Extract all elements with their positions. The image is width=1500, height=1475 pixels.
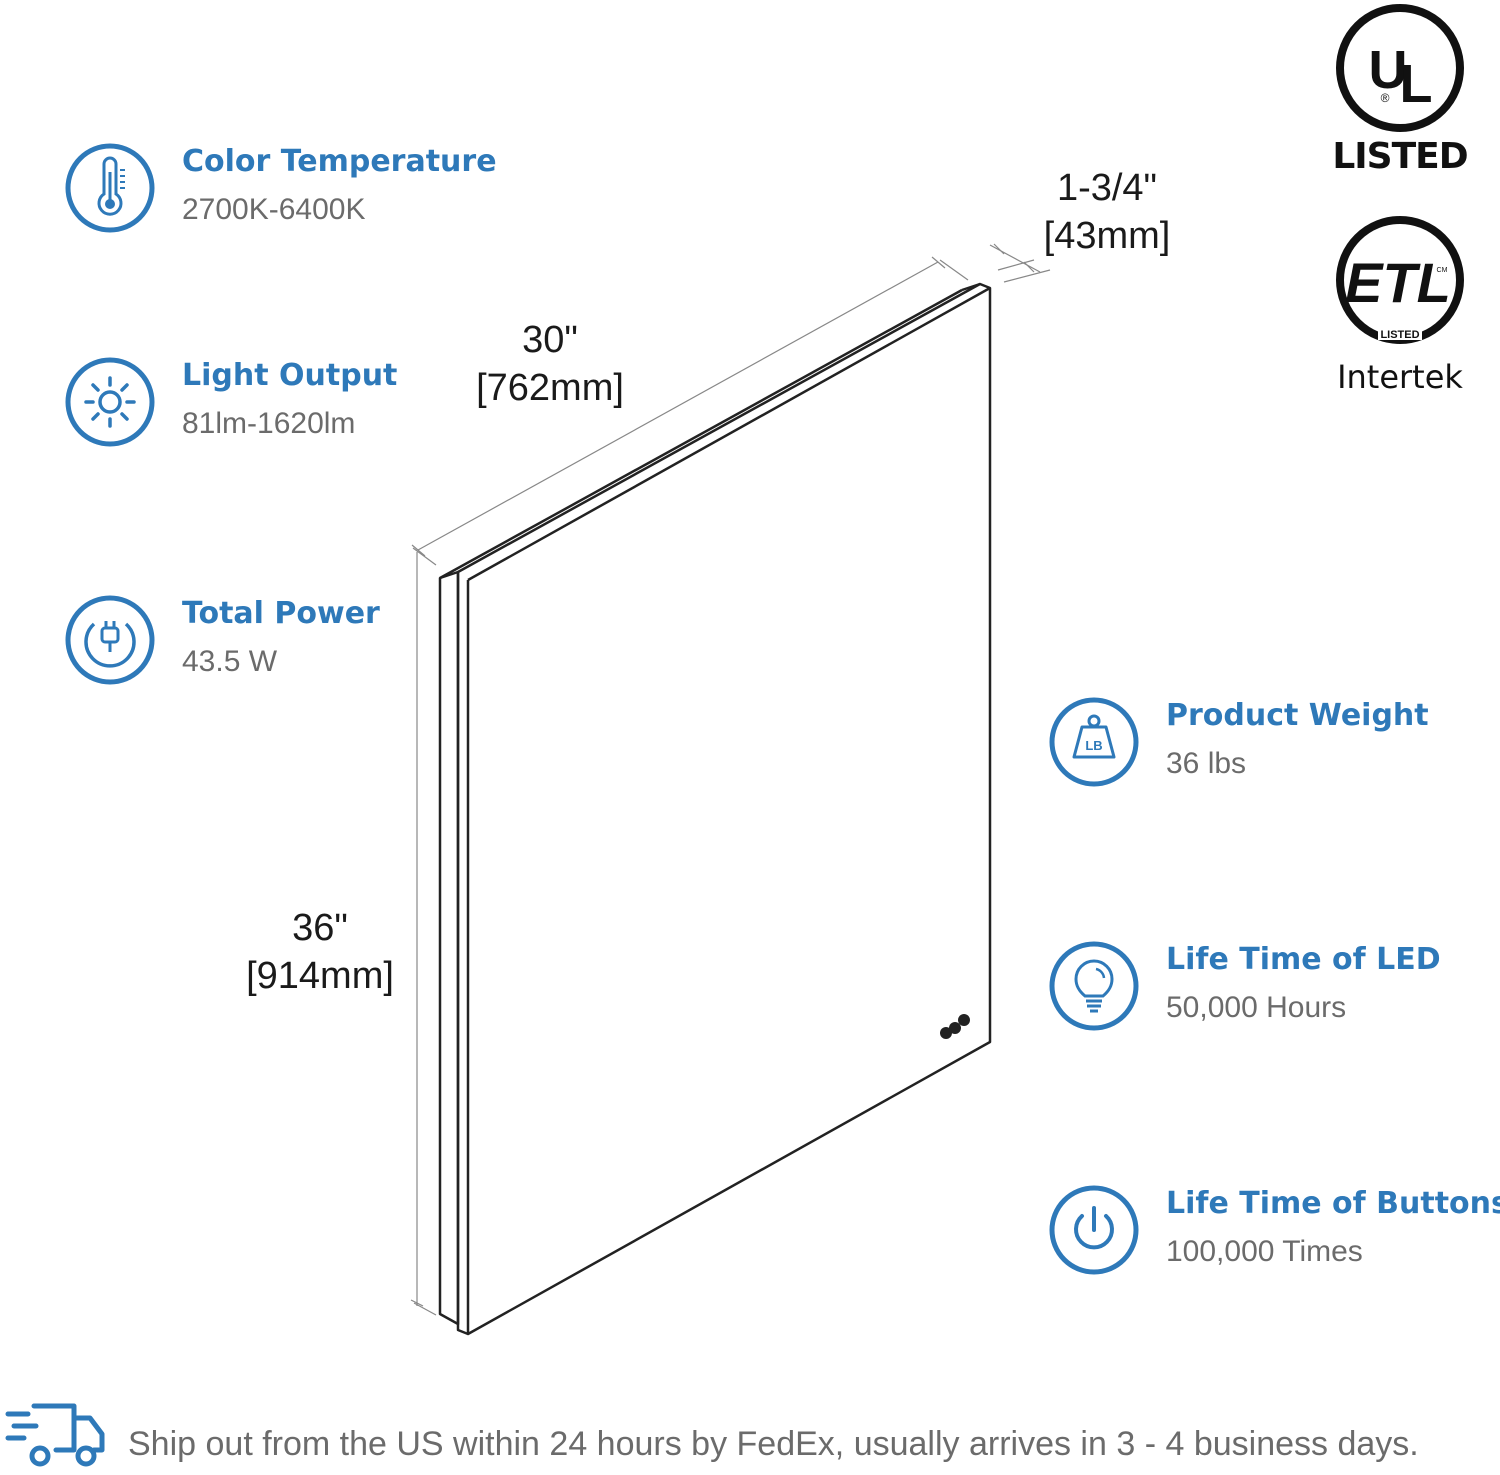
spec-color-temperature: Color Temperature 2700K-6400K [64, 142, 534, 234]
power-icon [1049, 1185, 1139, 1275]
etl-intertek-badge: ETL CM LISTED Intertek [1330, 210, 1470, 400]
dimension-lines [410, 243, 1051, 1316]
depth-mm: [43mm] [1043, 215, 1171, 257]
ul-listed-badge: U L ® LISTED [1330, 2, 1470, 182]
weight-icon: LB [1049, 697, 1139, 787]
etl-cm: CM [1437, 267, 1448, 274]
weight-icon-label: LB [1085, 738, 1102, 753]
spec-title: Product Weight [1166, 698, 1429, 733]
ul-registered: ® [1381, 91, 1390, 105]
height-inches: 36" [292, 907, 348, 949]
plug-icon [65, 595, 155, 685]
spec-value: 81lm-1620lm [182, 407, 356, 440]
lightbulb-icon [1049, 941, 1139, 1031]
etl-listed: LISTED [1380, 329, 1419, 341]
touch-buttons [940, 1014, 970, 1039]
ul-listed-label: LISTED [1332, 136, 1468, 177]
mirror-outline [438, 282, 992, 1336]
spec-product-weight: LB Product Weight 36 lbs [1048, 696, 1448, 788]
ul-logo: U L ® [1336, 4, 1464, 132]
etl-mark: ETL [1345, 251, 1451, 314]
spec-title: Color Temperature [182, 144, 497, 179]
sun-icon [65, 357, 155, 447]
depth-dimension-label: 1-3/4" [43mm] [1022, 164, 1192, 260]
spec-value: 36 lbs [1166, 747, 1247, 780]
spec-light-output: Light Output 81lm-1620lm [64, 356, 444, 448]
ul-mark-u: U [1369, 40, 1408, 100]
width-dimension-label: 30" [762mm] [460, 316, 640, 412]
spec-total-power: Total Power 43.5 W [64, 594, 444, 686]
spec-title: Light Output [182, 358, 398, 393]
intertek-label: Intertek [1337, 358, 1463, 396]
spec-value: 50,000 Hours [1166, 991, 1347, 1024]
spec-value: 43.5 W [182, 645, 278, 678]
spec-title: Life Time of LED [1166, 942, 1441, 977]
spec-title: Total Power [182, 596, 380, 631]
height-dimension-label: 36" [914mm] [230, 904, 410, 1000]
ul-mark-l: L [1400, 54, 1433, 114]
etl-logo: ETL CM LISTED [1336, 216, 1464, 344]
spec-led-lifetime: Life Time of LED 50,000 Hours [1048, 940, 1448, 1032]
delivery-truck-icon [5, 1403, 105, 1467]
depth-inches: 1-3/4" [1056, 167, 1158, 209]
width-inches: 30" [522, 319, 578, 361]
spec-button-lifetime: Life Time of Buttons 100,000 Times [1048, 1184, 1500, 1276]
spec-value: 2700K-6400K [182, 193, 366, 226]
height-mm: [914mm] [246, 955, 394, 997]
thermometer-icon [65, 143, 155, 233]
spec-value: 100,000 Times [1166, 1235, 1363, 1268]
spec-title: Life Time of Buttons [1166, 1186, 1500, 1221]
width-mm: [762mm] [476, 367, 624, 409]
shipping-notice: Ship out from the US within 24 hours by … [128, 1425, 1419, 1463]
